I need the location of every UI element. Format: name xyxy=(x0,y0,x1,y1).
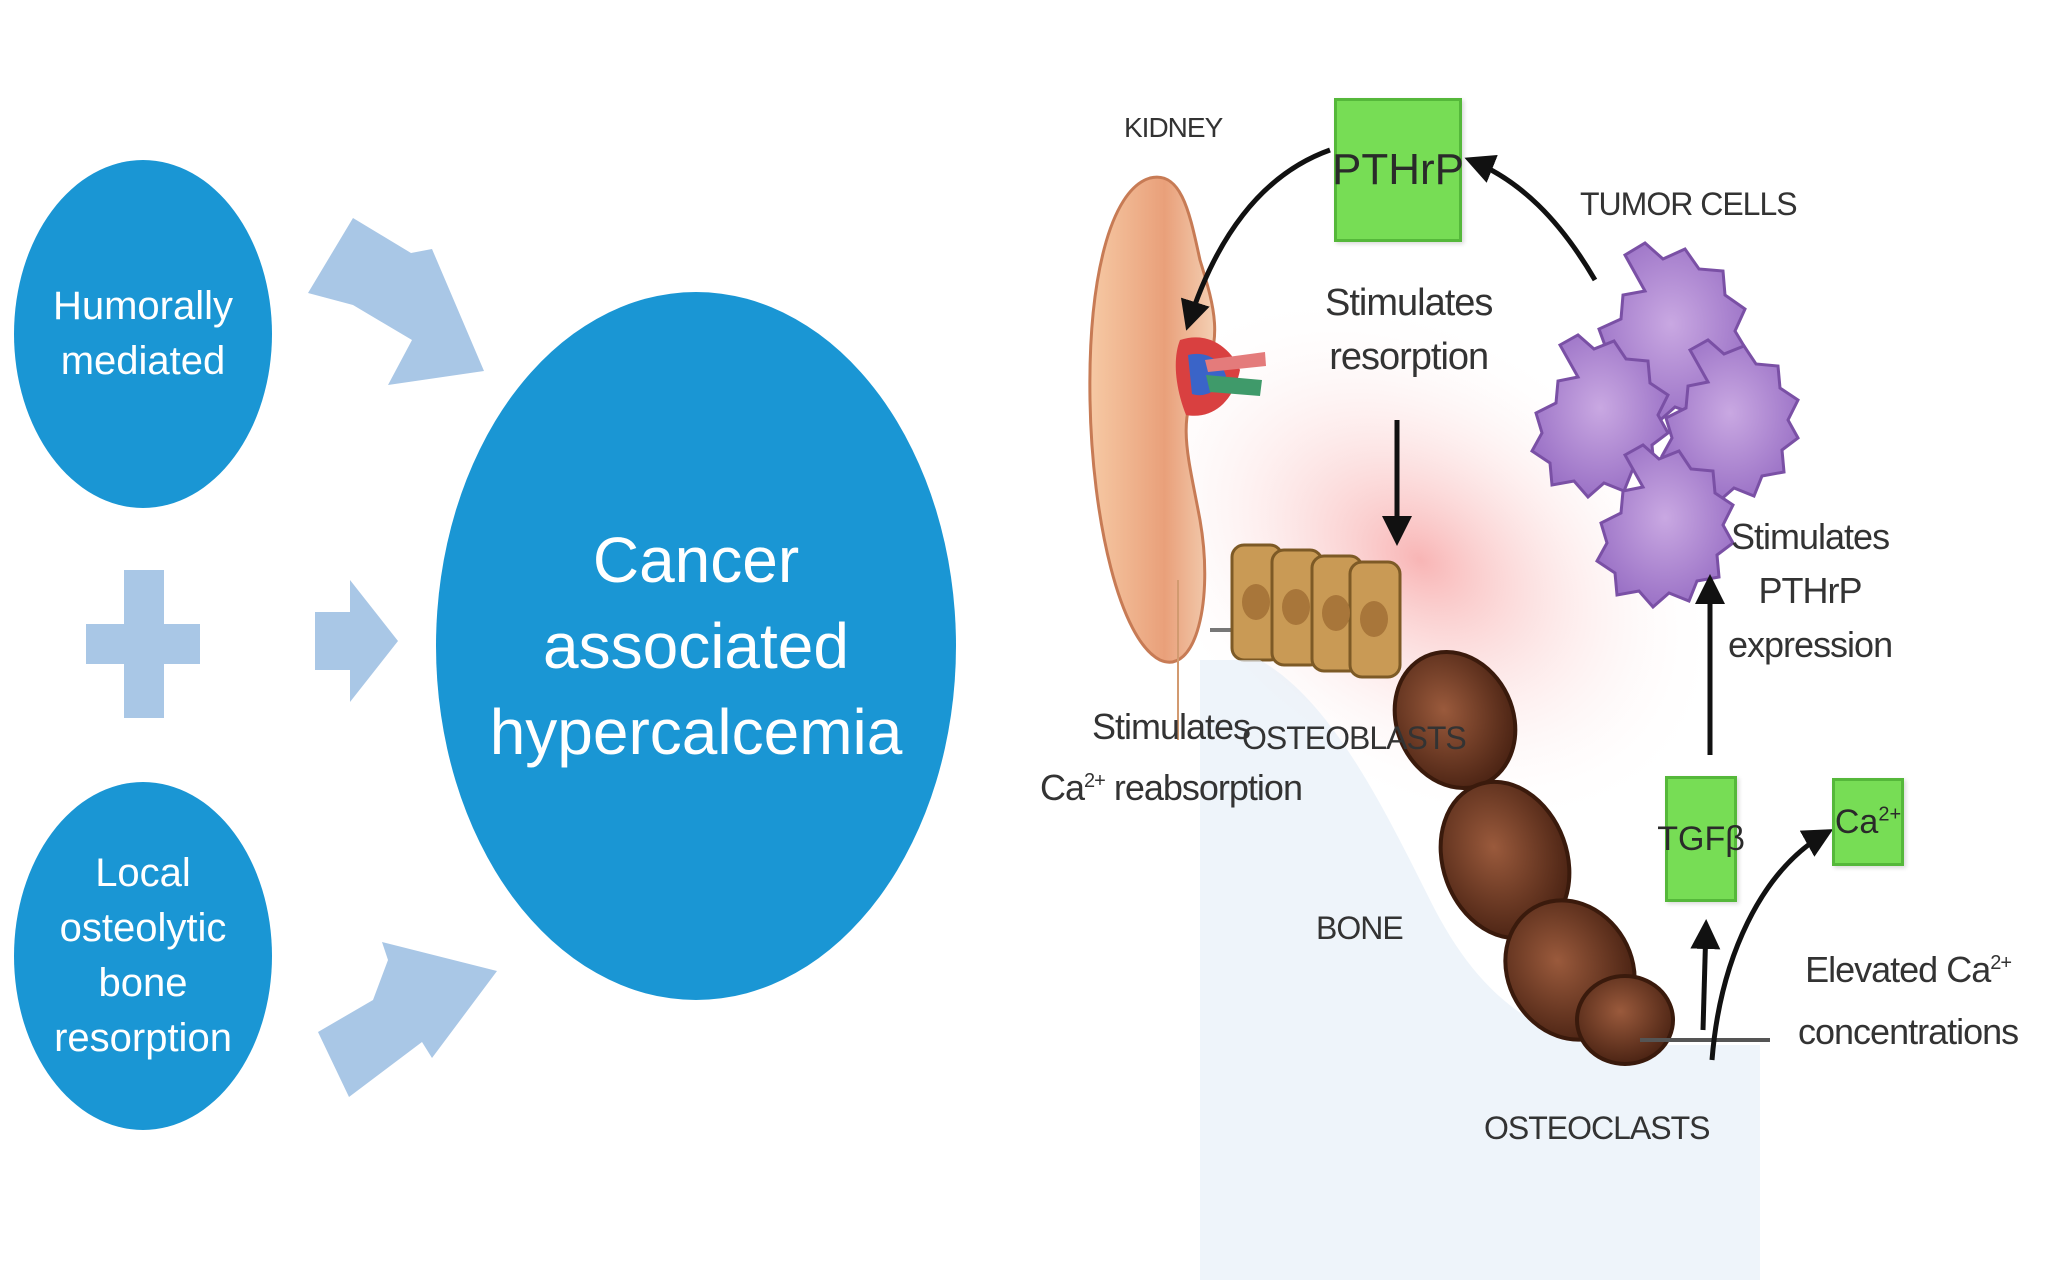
local-line2: osteolytic xyxy=(59,906,227,950)
stimulates-resorption-label: Stimulates resorption xyxy=(1325,276,1493,384)
tumor-cells-label: TUMOR CELLS xyxy=(1580,186,1798,222)
tgfb-box: TGFβ xyxy=(1657,776,1745,902)
stimulates-resorption-line1: Stimulates xyxy=(1325,282,1493,324)
ca-box-sup: 2+ xyxy=(1878,803,1902,826)
elevated-line2: concentrations xyxy=(1798,1011,2019,1052)
center-line2: associated xyxy=(543,610,849,682)
plus-icon xyxy=(86,570,200,718)
local-line3: bone xyxy=(98,961,188,1005)
tumor-to-pthrp-arrow xyxy=(1464,154,1598,282)
stimulates-resorption-line2: resorption xyxy=(1329,336,1489,378)
bone-to-ca-arrow xyxy=(1709,829,1834,1061)
bone-surface xyxy=(1200,660,1760,1280)
left-flow-diagram: Humorally mediated Local osteolytic bone… xyxy=(0,0,1000,1280)
arrow-top-icon xyxy=(308,218,484,385)
local-line4: resorption xyxy=(54,1016,232,1060)
reabsorption-ca-base: Ca xyxy=(1040,767,1085,808)
arrow-middle-icon xyxy=(315,580,398,702)
ca-box: Ca2+ xyxy=(1832,778,1904,866)
pathway-arrows xyxy=(1180,147,1834,1061)
local-line1: Local xyxy=(95,851,191,895)
local-osteolytic-circle: Local osteolytic bone resorption xyxy=(14,782,272,1130)
tgfb-label: TGFβ xyxy=(1657,819,1745,858)
stimulates-pthrp-line2: PTHrP xyxy=(1758,570,1863,611)
pthrp-box: PTHrP xyxy=(1332,98,1464,242)
stimulates-reabsorption-label: Stimulates Ca2+ reabsorption xyxy=(1040,700,1303,815)
humorally-line1: Humorally xyxy=(52,284,234,328)
center-line1: Cancer xyxy=(592,524,800,596)
left-arrows-layer xyxy=(86,218,497,1097)
bone-label: BONE xyxy=(1316,910,1404,946)
pthrp-label: PTHrP xyxy=(1332,145,1464,194)
humorally-mediated-circle: Humorally mediated xyxy=(14,160,272,508)
arrow-bottom-icon xyxy=(318,942,497,1097)
osteoblasts-label: OSTEOBLASTS xyxy=(1242,720,1467,756)
reabsorption-rest: reabsorption xyxy=(1104,767,1303,808)
osteoclasts-illustration xyxy=(1392,649,1770,1066)
ca-box-base: Ca xyxy=(1834,802,1879,841)
kidney-label: KIDNEY xyxy=(1124,112,1223,143)
reabsorption-ca-sup: 2+ xyxy=(1084,770,1106,792)
center-line3: hypercalcemia xyxy=(489,696,903,768)
elevated-line1-sup: 2+ xyxy=(1990,952,2012,974)
right-illustration-layer xyxy=(1088,147,1834,1280)
stimulates-pthrp-line1: Stimulates xyxy=(1731,516,1890,557)
osteoblasts-illustration xyxy=(1210,543,1402,679)
stimulates-pthrp-line3: expression xyxy=(1728,624,1893,665)
right-mechanism-diagram: PTHrP TGFβ Ca2+ KIDNEY TUMOR CELLS Stimu… xyxy=(1000,0,2048,1280)
tumor-cells-illustration xyxy=(1530,241,1800,610)
pthrp-to-kidney-arrow xyxy=(1180,147,1331,331)
bone-to-tgfb-arrow xyxy=(1690,919,1721,1031)
stimulates-reabsorption-line1: Stimulates xyxy=(1091,706,1251,747)
elevated-ca-label: Elevated Ca2+ concentrations xyxy=(1798,932,2019,1063)
humorally-line2: mediated xyxy=(60,339,226,383)
cancer-hypercalcemia-circle: Cancer associated hypercalcemia xyxy=(436,292,956,1000)
elevated-line1-base: Elevated Ca xyxy=(1805,949,1991,990)
osteoclasts-label: OSTEOCLASTS xyxy=(1484,1110,1710,1146)
stimulates-pthrp-label: Stimulates PTHrP expression xyxy=(1728,510,1893,672)
